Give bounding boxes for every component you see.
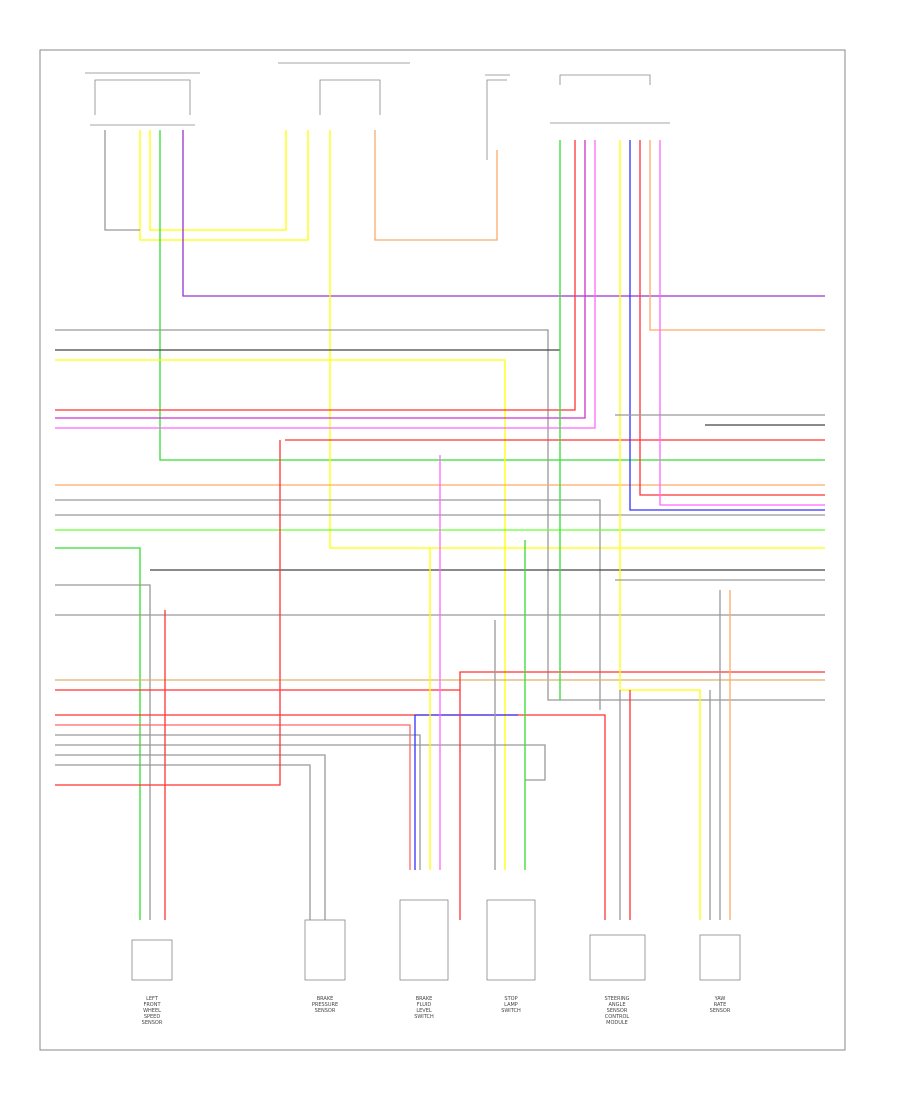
- top-components: [85, 62, 670, 160]
- wires: [55, 130, 825, 920]
- bottom-components: [131, 899, 741, 981]
- diagram-frame: [39, 49, 846, 1051]
